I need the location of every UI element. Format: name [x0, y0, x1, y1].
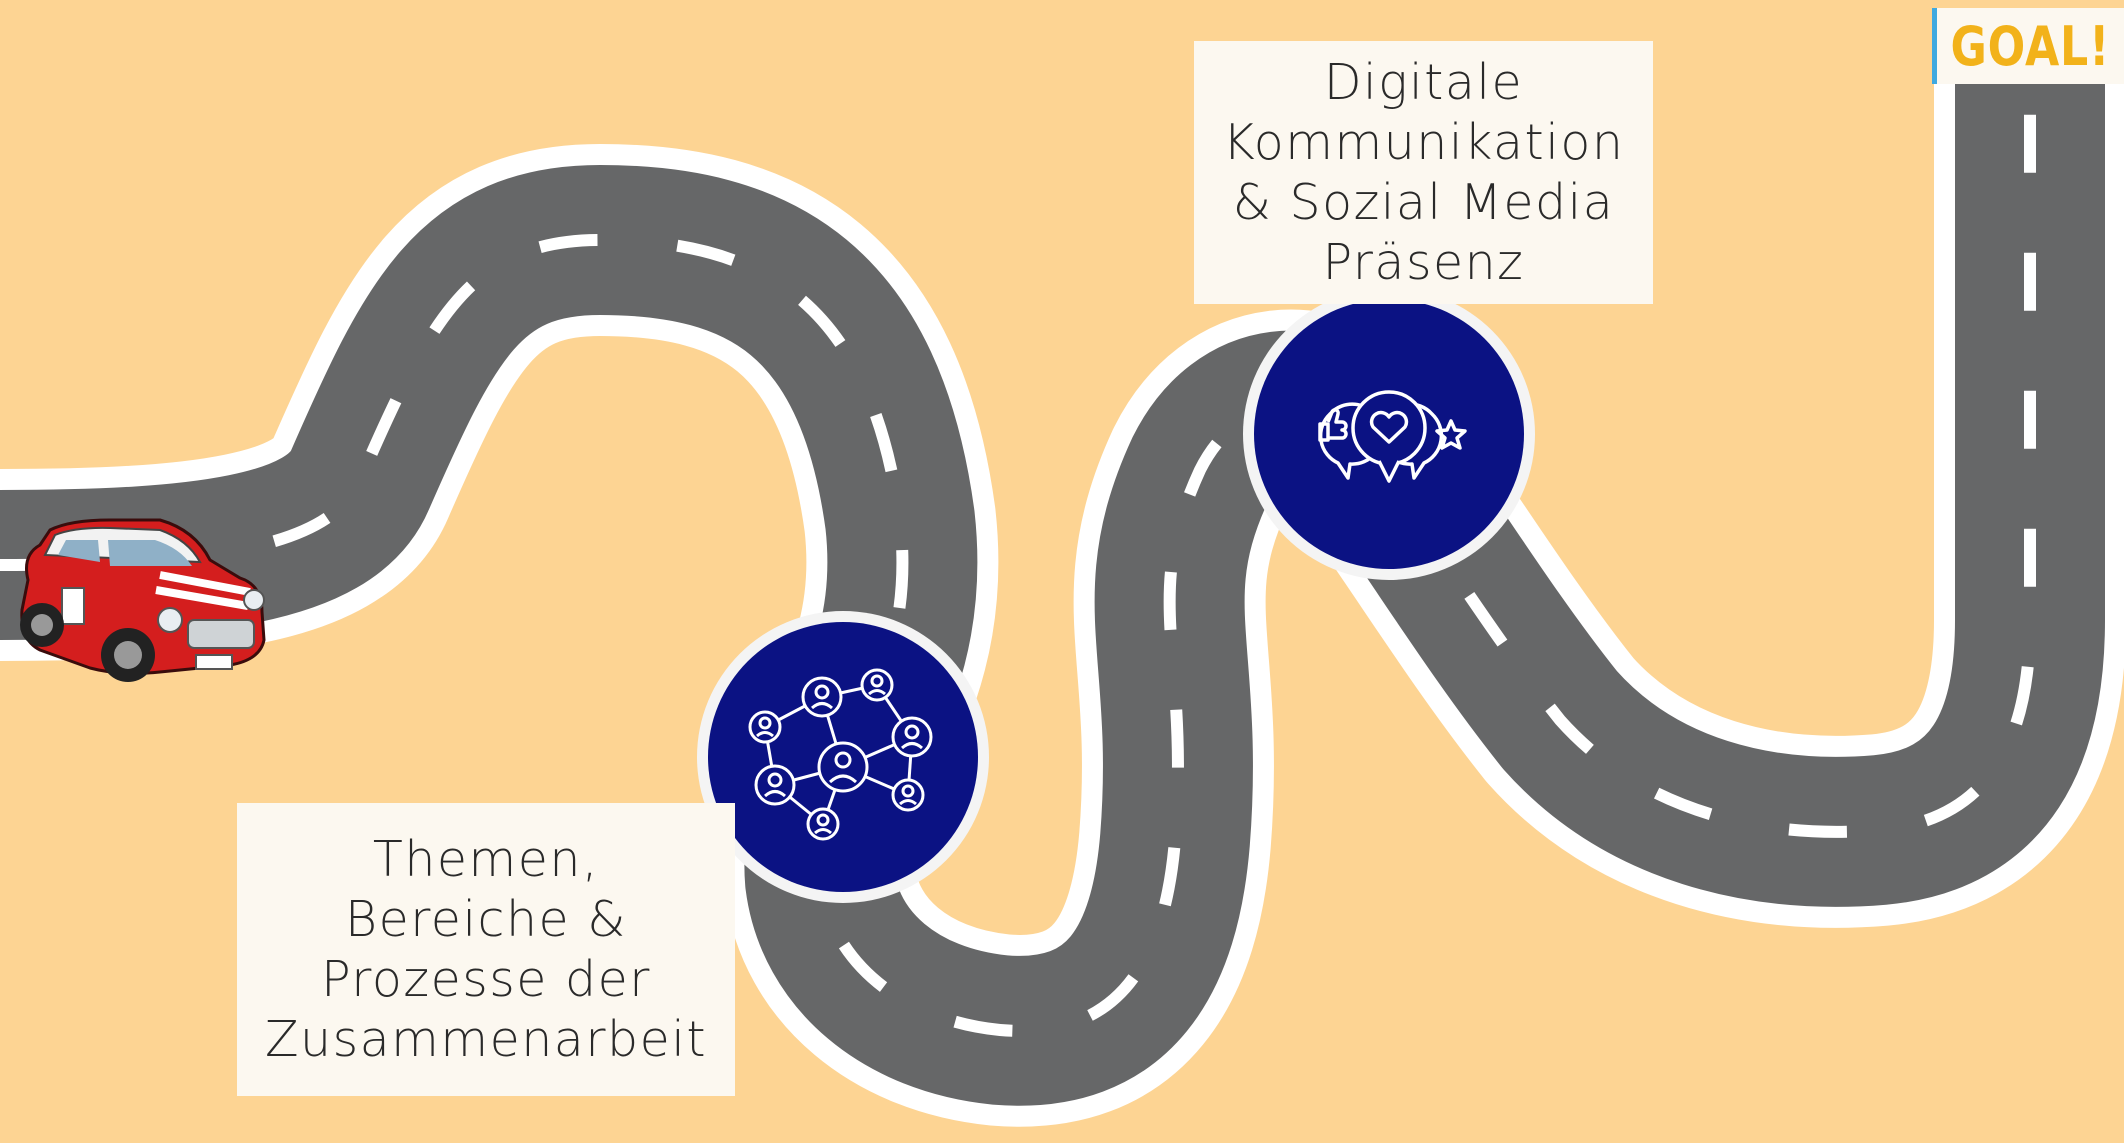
milestone-1-label-line: Prozesse der: [321, 950, 651, 1008]
goal-sign: GOAL!: [1932, 8, 2124, 84]
social-media-bubbles-icon: [1318, 390, 1467, 483]
milestone-1-label: Themen, Bereiche & Prozesse der Zusammen…: [237, 803, 735, 1096]
milestone-1-label-line: Themen,: [372, 830, 600, 888]
milestone-2-label: Digitale Kommunikation & Sozial Media Pr…: [1194, 41, 1653, 304]
milestone-1: [697, 611, 989, 903]
network-people-icon: [748, 668, 933, 841]
milestone-1-label-line: Bereiche &: [345, 890, 627, 948]
milestone-1-label-line: Zusammenarbeit: [264, 1010, 708, 1068]
milestone-2-label-line: Präsenz: [1322, 233, 1525, 291]
red-mini-car-icon: [20, 518, 266, 682]
milestone-2-label-line: Digitale: [1323, 53, 1524, 111]
milestone-2: [1243, 288, 1535, 580]
milestone-2-label-line: & Sozial Media: [1232, 173, 1615, 231]
goal-text: GOAL!: [1950, 14, 2111, 78]
milestone-2-label-line: Kommunikation: [1222, 113, 1625, 171]
lane-markings: [0, 70, 2036, 1037]
